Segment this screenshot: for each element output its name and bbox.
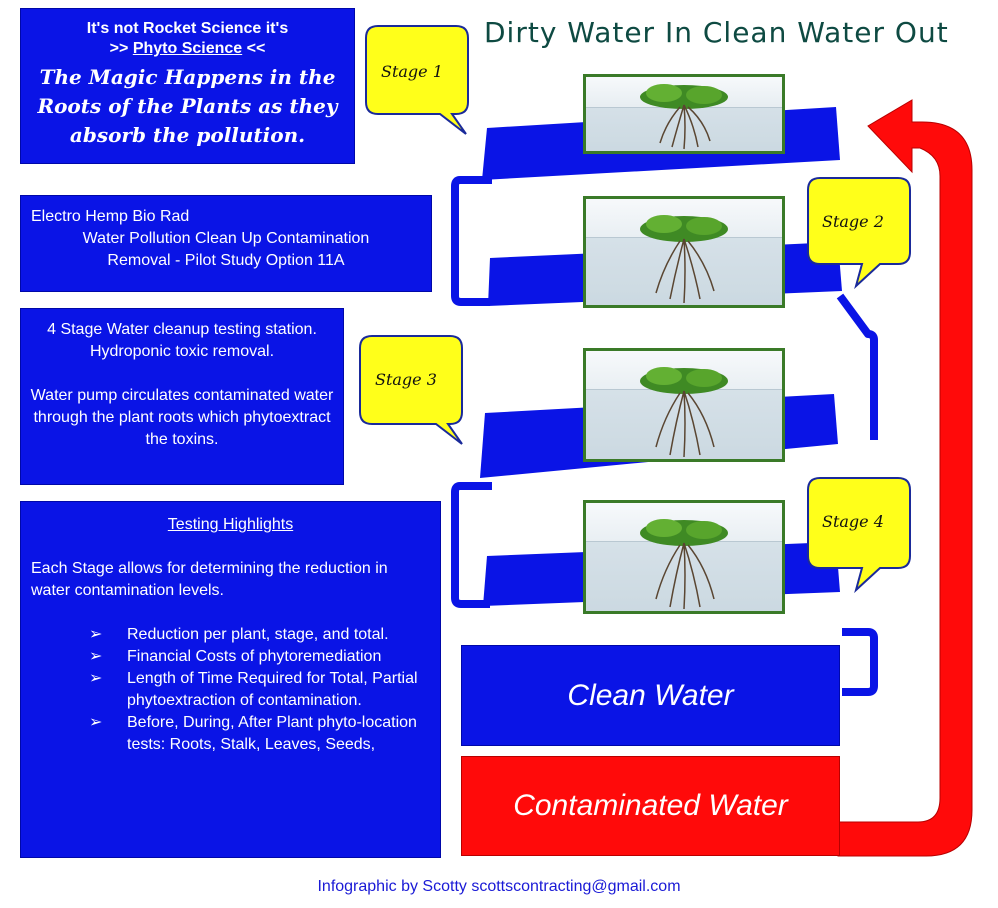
- project-line-3: Removal - Pilot Study Option 11A: [107, 252, 345, 269]
- credit-line: Infographic by Scotty scottscontracting@…: [317, 878, 681, 895]
- arrow-bullet-icon: ➢: [89, 670, 103, 687]
- return-arrow: [837, 99, 973, 857]
- list-item: ➢Before, During, After Plant phyto-locat…: [89, 714, 417, 753]
- highlights-intro: Each Stage allows for determining the re…: [31, 560, 388, 599]
- hydroponic-plant-icon: [640, 367, 728, 458]
- stage-1-bubble-icon: [365, 25, 469, 135]
- stage-2-bubble-icon: [807, 177, 911, 290]
- testing-highlights-panel: Testing Highlights Each Stage allows for…: [20, 501, 441, 858]
- arrow-bullet-icon: ➢: [89, 626, 103, 643]
- diagram-title: Dirty Water In Clean Water Out: [484, 16, 949, 49]
- station-panel: 4 Stage Water cleanup testing station. H…: [20, 308, 344, 485]
- intro-line-2-post: <<: [242, 40, 266, 57]
- pipe-2-3: [836, 293, 878, 440]
- intro-callout: It's not Rocket Science it's >> Phyto Sc…: [20, 8, 355, 164]
- stage-1-plant-image: [583, 74, 785, 154]
- contaminated-water-tank: Contaminated Water: [461, 756, 840, 856]
- pipe-4-clean: [842, 628, 878, 696]
- list-item: ➢Length of Time Required for Total, Part…: [89, 670, 418, 709]
- highlights-heading: Testing Highlights: [167, 516, 294, 533]
- stage-4-bubble-icon: [807, 477, 911, 594]
- phyto-science-link: Phyto Science: [132, 40, 243, 57]
- hydroponic-plant-icon: [640, 519, 728, 610]
- station-paragraph-1: 4 Stage Water cleanup testing station. H…: [47, 321, 317, 360]
- pipe-1-2: [451, 176, 492, 306]
- intro-line-2: >> Phyto Science <<: [21, 39, 354, 59]
- stage-2-plant-image: [583, 196, 785, 308]
- stage-3-label: Stage 3: [375, 370, 437, 389]
- hydroponic-plant-icon: [640, 84, 728, 150]
- station-paragraph-2: Water pump circulates contaminated water…: [30, 387, 334, 448]
- list-item: ➢Reduction per plant, stage, and total.: [31, 624, 430, 646]
- arrow-bullet-icon: ➢: [89, 648, 103, 665]
- stage-4-label: Stage 4: [822, 512, 884, 531]
- stage-1-label: Stage 1: [381, 62, 443, 81]
- magic-text: The Magic Happens in the Roots of the Pl…: [37, 65, 338, 147]
- hydroponic-plant-icon: [640, 215, 728, 304]
- highlights-list: ➢Reduction per plant, stage, and total. …: [31, 624, 430, 756]
- clean-water-tank: Clean Water: [461, 645, 840, 746]
- stage-3-plant-image: [583, 348, 785, 462]
- project-line-2: Water Pollution Clean Up Contamination: [82, 230, 370, 247]
- stage-3-bubble-icon: [359, 335, 463, 445]
- pipe-3-4: [451, 482, 492, 608]
- project-panel: Electro Hemp Bio Rad Water Pollution Cle…: [20, 195, 432, 292]
- project-line-1: Electro Hemp Bio Rad: [31, 208, 190, 225]
- list-item: ➢Financial Costs of phytoremediation: [31, 646, 430, 668]
- intro-line-1: It's not Rocket Science it's: [86, 20, 289, 37]
- stage-2-label: Stage 2: [822, 212, 884, 231]
- intro-line-2-pre: >>: [109, 40, 133, 57]
- stage-4-plant-image: [583, 500, 785, 614]
- arrow-bullet-icon: ➢: [89, 714, 103, 731]
